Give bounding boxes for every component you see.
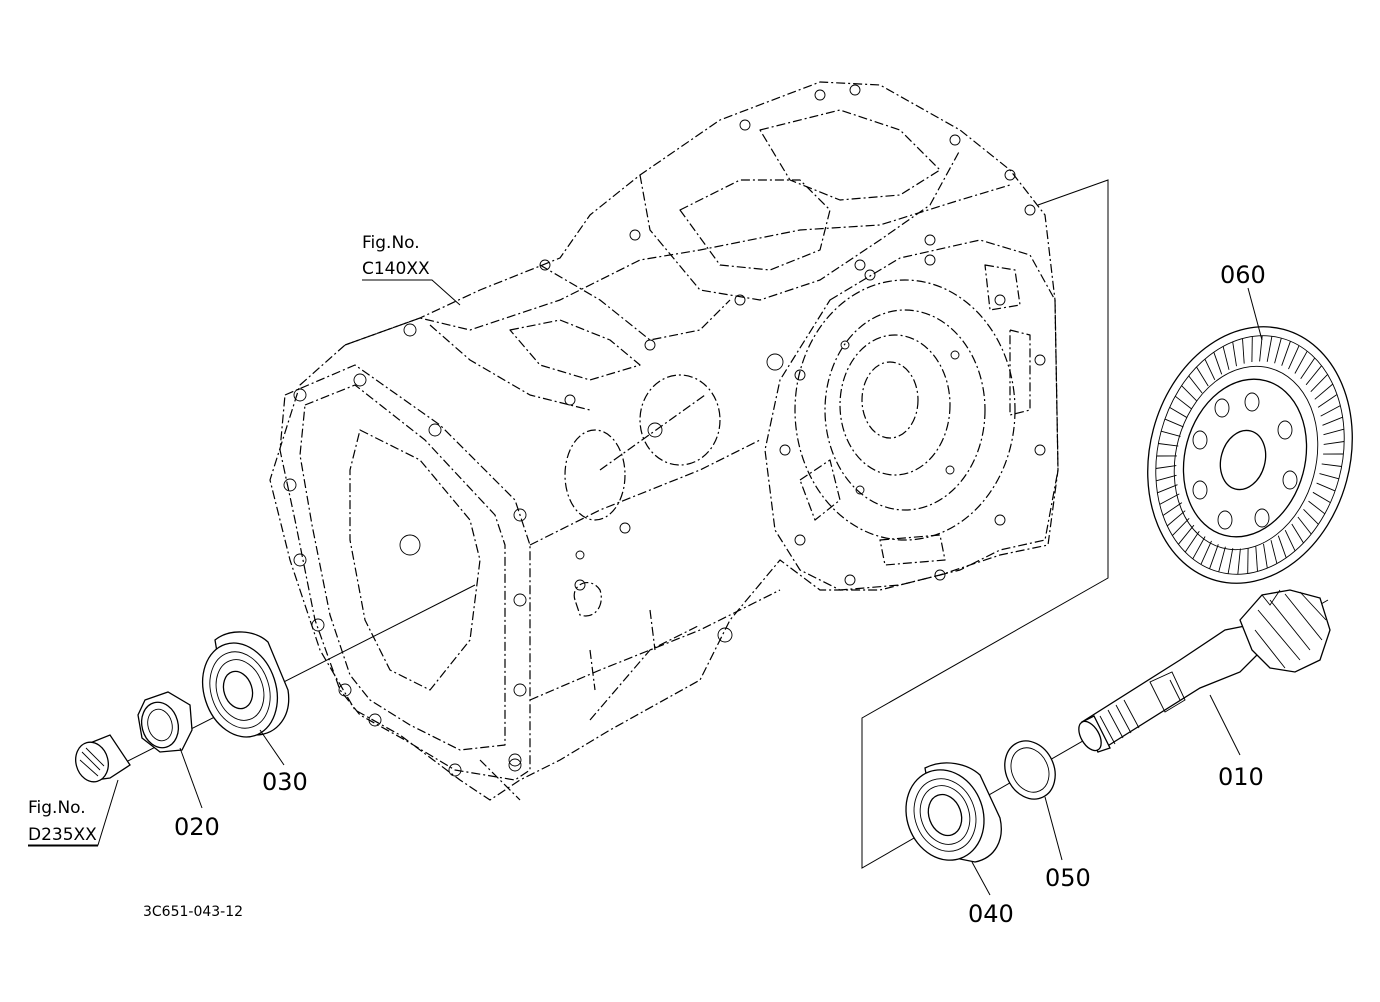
gear-tooth <box>1321 463 1342 467</box>
part-label-040[interactable]: 040 <box>968 900 1014 928</box>
gear-tooth <box>1323 428 1345 436</box>
ball-bearing <box>905 762 1002 863</box>
gear-tooth <box>1270 540 1278 564</box>
gear-tooth <box>1284 530 1296 552</box>
ring-gear <box>1147 326 1353 584</box>
gear-tooth <box>1158 443 1179 447</box>
transmission-housing <box>269 81 1059 801</box>
bevel-pinion-shaft <box>1078 589 1331 753</box>
diagram-code: 3C651-043-12 <box>143 904 243 920</box>
gear-tooth <box>1232 341 1237 367</box>
part-label-060[interactable]: 060 <box>1220 261 1266 289</box>
gear-tooth <box>1184 531 1200 553</box>
gear-tooth <box>1303 508 1319 525</box>
gear-tooth <box>1308 500 1326 515</box>
gear-tooth <box>1167 510 1186 527</box>
gear-tooth <box>1160 430 1181 437</box>
fig-ref-d235xx[interactable]: Fig.No. D235XX <box>28 798 97 845</box>
part-label-010[interactable]: 010 <box>1218 763 1264 791</box>
gear-tooth <box>1164 418 1184 428</box>
gear-tooth <box>1181 385 1197 402</box>
gear-tooth <box>1188 375 1203 394</box>
gear-tooth <box>1172 517 1190 536</box>
gear-tooth <box>1291 523 1304 544</box>
gear-tooth <box>1178 524 1195 545</box>
gear-tooth <box>1155 474 1177 482</box>
gear-tooth <box>1317 394 1338 408</box>
gear-tooth <box>1281 341 1291 366</box>
gear-tooth <box>1316 482 1336 492</box>
gear-tooth <box>1320 405 1341 417</box>
gear-tooth <box>1288 345 1300 370</box>
gear-tooth <box>1319 473 1340 480</box>
lock-nut <box>137 691 193 753</box>
fig-ref-d235xx-link[interactable]: D235XX <box>28 825 97 845</box>
gear-tooth <box>1266 336 1273 362</box>
gear-tooth <box>1305 365 1322 386</box>
gear-tooth <box>1169 407 1188 419</box>
gear-tooth <box>1300 357 1316 379</box>
fig-ref-c140xx-link[interactable]: C140XX <box>362 259 430 279</box>
part-label-050[interactable]: 050 <box>1045 864 1091 892</box>
gear-tooth <box>1192 536 1206 560</box>
gear-tooth <box>1277 535 1287 558</box>
coupling-sleeve <box>75 734 131 783</box>
gear-tooth <box>1162 502 1183 516</box>
fig-ref-c140xx[interactable]: Fig.No. C140XX <box>362 233 430 279</box>
rear-flange <box>764 239 1059 591</box>
leader-lines <box>28 279 1263 896</box>
gear-tooth <box>1213 352 1223 375</box>
gear-tooth <box>1222 346 1230 370</box>
part-label-020[interactable]: 020 <box>174 813 220 841</box>
gear-tooth <box>1174 395 1192 410</box>
gear-tooth <box>1323 441 1345 445</box>
shim-washer <box>1004 740 1056 800</box>
gear-tooth <box>1157 484 1178 494</box>
gear-tooth <box>1200 540 1212 565</box>
gear-tooth <box>1242 338 1245 364</box>
gear-tooth <box>1263 543 1268 569</box>
gear-tooth <box>1227 548 1234 574</box>
fig-ref-c140xx-line1: Fig.No. <box>362 233 420 253</box>
gear-tooth <box>1204 358 1216 380</box>
gear-tooth <box>1274 337 1282 364</box>
gear-tooth <box>1310 374 1328 393</box>
gear-tooth <box>1255 546 1258 572</box>
taper-bearing <box>202 631 290 738</box>
ring-gear-teeth <box>1155 335 1345 575</box>
gear-tooth <box>1322 416 1343 426</box>
gear-tooth <box>1159 493 1180 505</box>
gear-tooth <box>1297 516 1312 535</box>
gear-tooth <box>1314 383 1333 400</box>
gear-tooth <box>1209 544 1219 569</box>
gear-tooth <box>1237 548 1241 575</box>
gear-tooth <box>1294 350 1308 374</box>
gear-tooth <box>1218 546 1226 573</box>
gear-tooth <box>1196 366 1209 387</box>
gear-tooth <box>1155 465 1177 469</box>
part-label-030[interactable]: 030 <box>262 768 308 796</box>
fig-ref-d235xx-line1: Fig.No. <box>28 798 86 818</box>
gear-tooth <box>1312 491 1331 503</box>
